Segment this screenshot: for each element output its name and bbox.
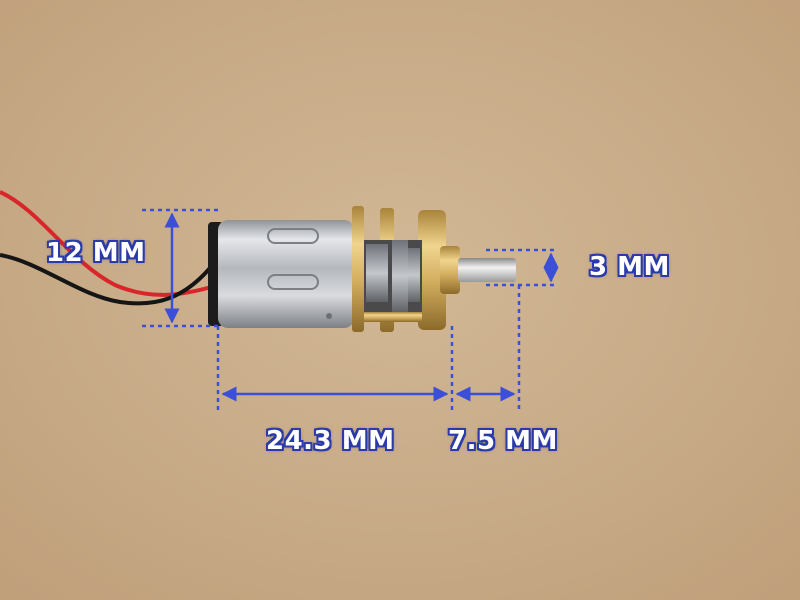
shaft-length-label: 7.5 MM xyxy=(448,426,558,456)
lead-wires xyxy=(0,190,217,306)
gearbox xyxy=(352,206,460,332)
diameter-label: 12 MM xyxy=(46,238,146,268)
output-shaft xyxy=(458,258,516,282)
motor-can xyxy=(218,220,354,328)
shaft-diameter-label: 3 MM xyxy=(589,252,670,282)
dimension-lines xyxy=(142,208,559,410)
black-wire xyxy=(0,253,217,306)
body-length-label: 24.3 MM xyxy=(266,426,395,456)
